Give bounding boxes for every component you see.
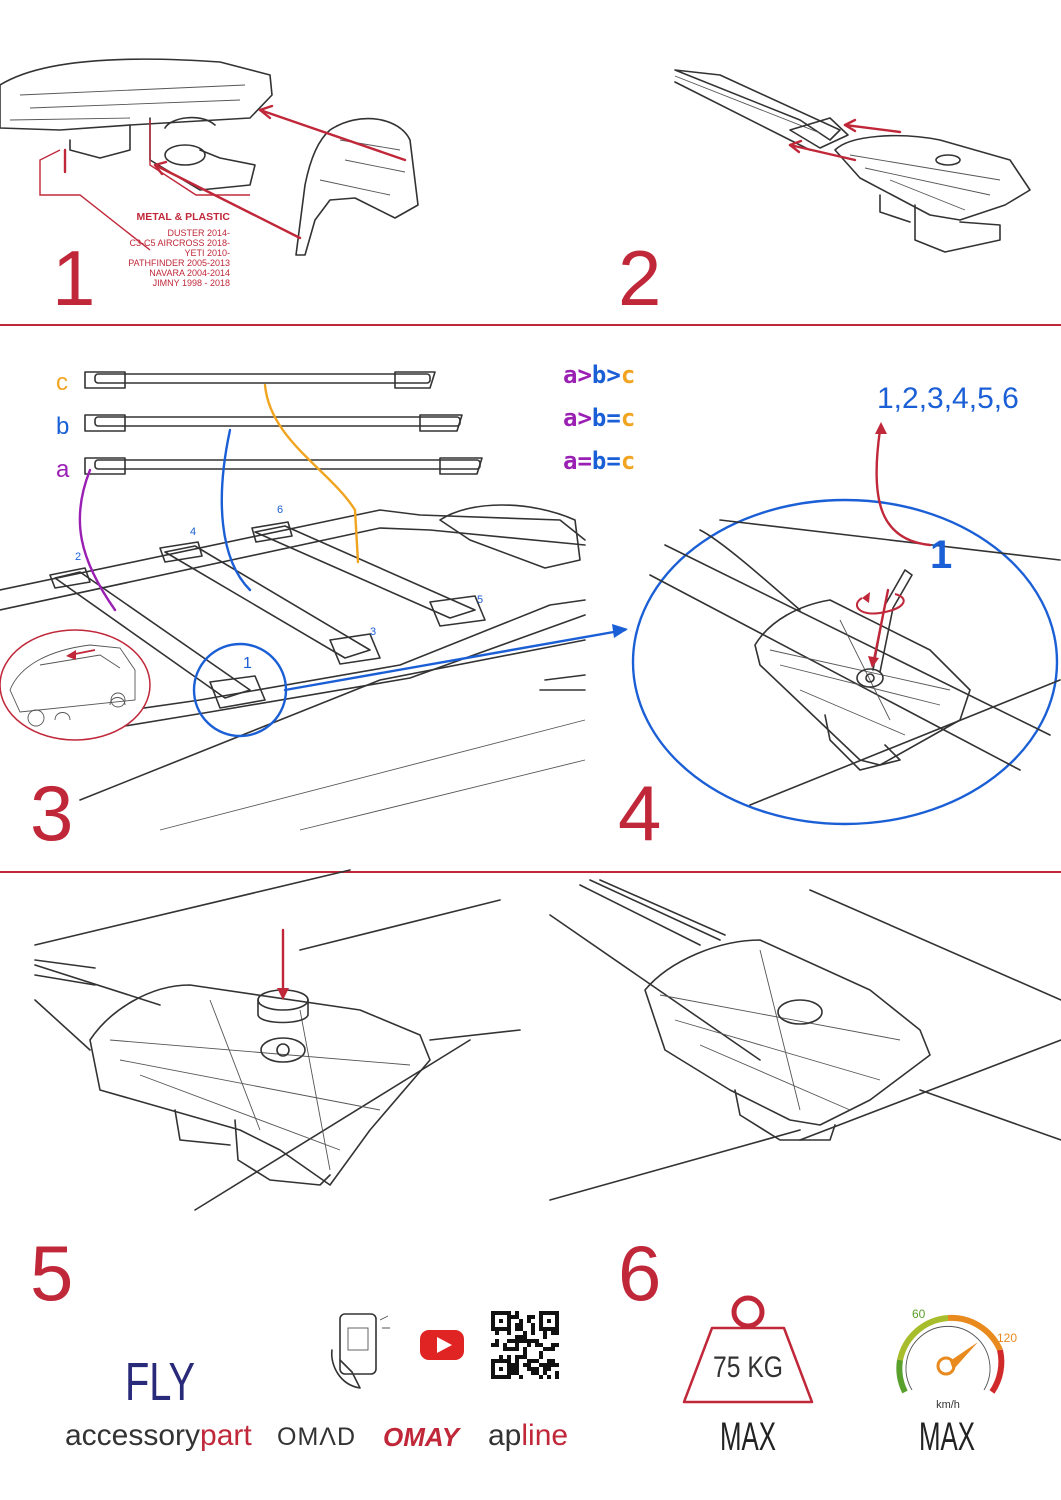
reference-bar-c <box>84 371 436 389</box>
step-number-6: 6 <box>618 1229 661 1317</box>
foot-number-1: 1 <box>243 655 252 672</box>
bar-condition-part: = <box>606 447 620 475</box>
model-item: NAVARA 2004-2014 <box>149 268 230 278</box>
step6-illustration <box>549 879 1061 1201</box>
bar-condition-part: > <box>606 361 620 389</box>
foot-number-6: 6 <box>277 504 283 516</box>
bar-conditions: a>b>ca>b=ca=b=c <box>563 361 635 475</box>
speed-tick-120: 120 <box>997 1331 1017 1345</box>
bar-condition-part: c <box>621 404 635 432</box>
bar-condition-part: = <box>606 404 620 432</box>
brand-accessorypart-main: accessory <box>65 1419 200 1452</box>
model-item: YETI 2010- <box>184 248 230 258</box>
model-item: PATHFINDER 2005-2013 <box>128 258 230 268</box>
weight-max-label: MAX <box>720 1415 776 1459</box>
step-number-4: 4 <box>618 769 661 857</box>
youtube-icon <box>420 1330 464 1360</box>
bar-condition-part: a <box>563 361 577 389</box>
bar-condition-part: c <box>621 447 635 475</box>
brand-apline-accent: line <box>521 1419 568 1452</box>
brand-fly: FLY <box>125 1352 195 1412</box>
step-number-1: 1 <box>52 234 95 322</box>
model-item: DUSTER 2014- <box>167 228 230 238</box>
bar-condition-part: b <box>592 361 606 389</box>
bar-condition-part: b <box>592 447 606 475</box>
foot-number-3: 3 <box>370 626 376 638</box>
reference-bars <box>84 371 483 475</box>
step-number-2: 2 <box>618 234 661 322</box>
model-list: DUSTER 2014- C3-C5 AIRCROSS 2018- YETI 2… <box>128 228 230 288</box>
weight-value: 75 KG <box>713 1351 783 1384</box>
cross-bar-front <box>49 567 266 709</box>
bar-condition: a>b>c <box>563 361 635 389</box>
step2-illustration <box>674 69 1031 253</box>
weight-icon <box>682 1295 814 1404</box>
step5-illustration <box>34 869 521 1211</box>
bar-label-a: a <box>56 456 70 483</box>
qr-code-icon <box>489 1309 561 1381</box>
car-inset <box>0 629 151 741</box>
foot-number-2: 2 <box>75 551 81 563</box>
brand-omay: OMAY <box>383 1422 462 1452</box>
cross-bar-middle <box>159 541 381 665</box>
material-label: METAL & PLASTIC <box>136 211 230 223</box>
bar-condition-part: a <box>563 447 577 475</box>
speed-unit: km/h <box>936 1399 960 1411</box>
model-item: C3-C5 AIRCROSS 2018- <box>129 238 230 248</box>
step-number-3: 3 <box>30 769 73 857</box>
step-number-5: 5 <box>30 1229 73 1317</box>
speed-max-label: MAX <box>919 1415 975 1459</box>
reference-bar-a <box>84 457 483 475</box>
brand-apline-main: ap <box>488 1419 521 1452</box>
bar-condition-part: > <box>577 404 591 432</box>
brand-apline: apline <box>488 1419 568 1452</box>
step1-illustration <box>0 58 419 256</box>
bar-condition-part: c <box>621 361 635 389</box>
callout-number: 1 <box>930 533 952 577</box>
bar-label-b: b <box>56 413 69 440</box>
bar-condition-part: > <box>577 361 591 389</box>
foot-numbers: 2 4 6 5 3 1 <box>75 504 483 672</box>
roof-scene <box>0 383 628 831</box>
bar-condition: a=b=c <box>563 447 635 475</box>
step4-detail <box>631 422 1061 826</box>
phone-qr-scan-icon <box>331 1313 390 1389</box>
cross-bar-rear <box>251 521 486 627</box>
tightening-sequence: 1,2,3,4,5,6 <box>877 382 1019 415</box>
model-item: JIMNY 1998 - 2018 <box>153 278 230 288</box>
brand-accessorypart-accent: part <box>200 1419 252 1452</box>
bar-label-c: c <box>56 369 68 396</box>
brand-omad: OMΛD <box>277 1423 356 1451</box>
speedometer-icon <box>896 1314 1005 1394</box>
reference-bar-b <box>84 414 463 432</box>
foot-number-4: 4 <box>190 526 196 538</box>
bar-condition-part: b <box>592 404 606 432</box>
bar-condition: a>b=c <box>563 404 635 432</box>
brand-accessorypart: accessorypart <box>65 1419 252 1452</box>
bar-condition-part: = <box>577 447 591 475</box>
foot-number-5: 5 <box>477 594 483 606</box>
bar-condition-part: a <box>563 404 577 432</box>
speed-tick-60: 60 <box>912 1307 926 1321</box>
